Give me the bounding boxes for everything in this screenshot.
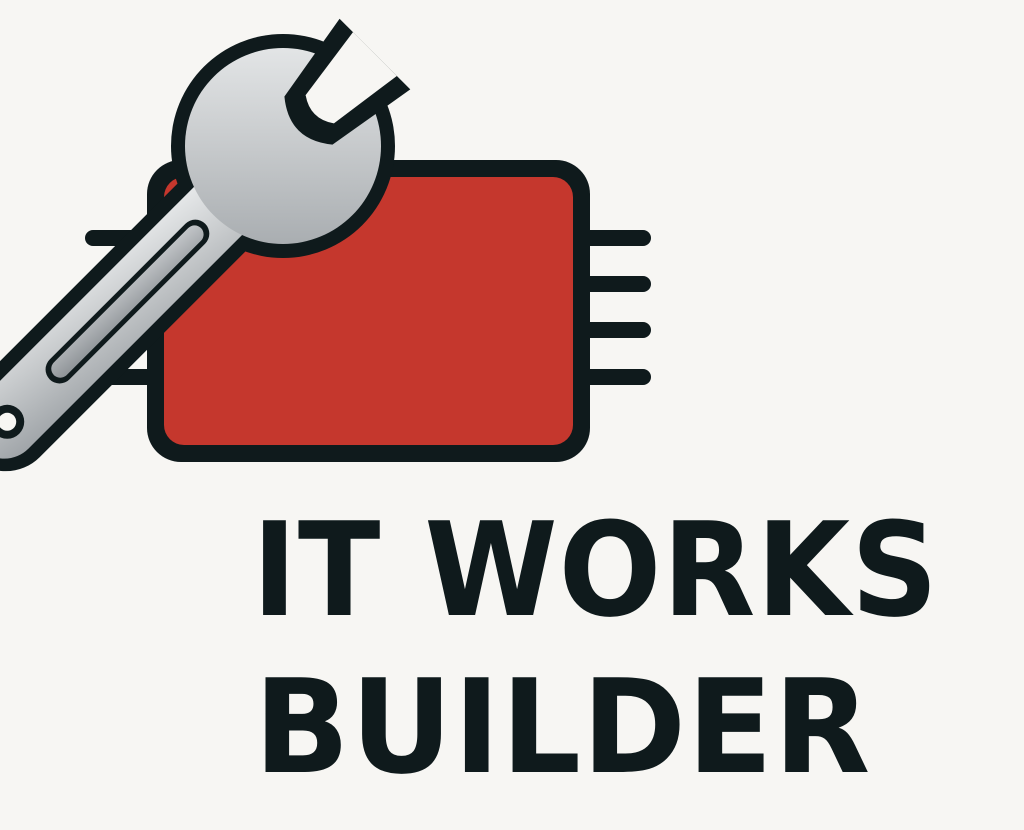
wrench-icon bbox=[0, 18, 411, 472]
brand-name-line-1: IT WORKS bbox=[252, 494, 939, 646]
brand-name-line-2: BUILDER bbox=[254, 651, 872, 803]
